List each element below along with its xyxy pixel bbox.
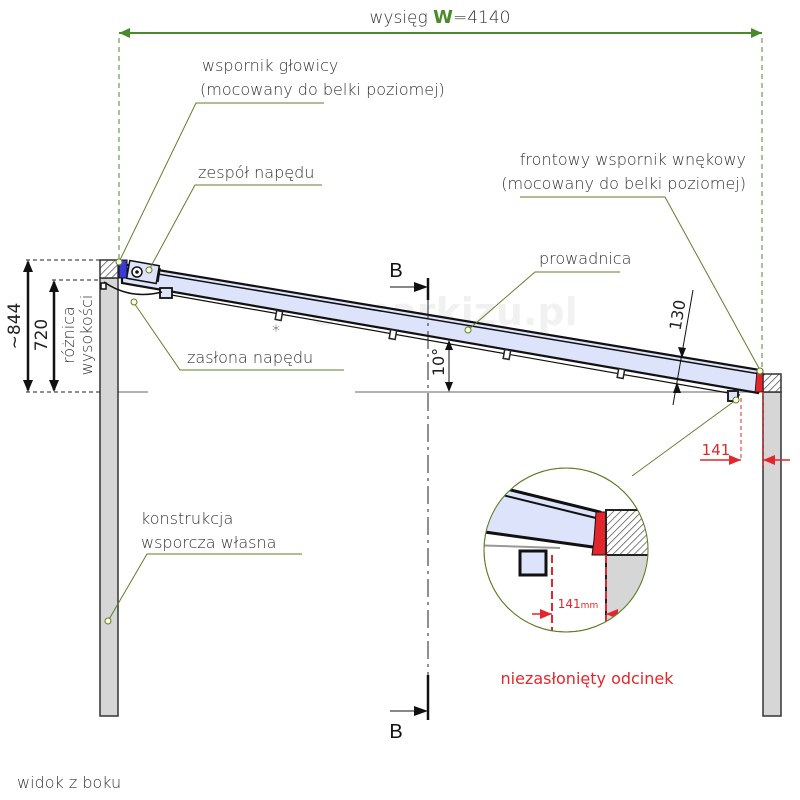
head-bracket-label-line2: (mocowany do belki poziomej) <box>200 80 445 99</box>
section-label-bottom: B <box>389 721 402 743</box>
arrow-right-icon <box>729 455 741 465</box>
drive-clip <box>159 287 173 299</box>
width-symbol: W <box>433 7 453 28</box>
angle-value: 10° <box>429 348 448 376</box>
arrow-up-icon <box>49 280 59 292</box>
total-height-value: ~844 <box>5 303 25 350</box>
rail-height-value: 130 <box>666 298 690 331</box>
rail-height-dimension <box>672 289 694 406</box>
rail-clip <box>502 348 512 361</box>
detail-view <box>483 467 649 633</box>
right-post <box>762 391 782 717</box>
width-label: wysięg W=4140 <box>370 7 511 28</box>
head-bracket-label-line1: wspornik głowicy <box>202 56 338 75</box>
uncovered-section-label: niezasłonięty odcinek <box>501 669 675 688</box>
guide-rail-label: prowadnica <box>539 249 631 268</box>
leader-drive-cover <box>131 299 344 371</box>
drive-cover-curve <box>103 281 163 296</box>
left-post <box>99 277 119 717</box>
detail-red-bracket <box>591 511 607 556</box>
height-dimensions <box>23 259 100 393</box>
arrow-left-icon <box>119 28 130 38</box>
head-bracket-block <box>118 259 128 279</box>
left-beam-section <box>99 259 119 279</box>
leader-lines <box>107 102 761 622</box>
width-dimension <box>118 28 763 370</box>
height-diff-label-line2: wysokości <box>77 295 96 376</box>
section-line <box>390 278 430 720</box>
arrow-right-icon <box>751 28 762 38</box>
detail-offset-value: 141mm <box>558 597 598 611</box>
leader-front-bracket <box>520 196 761 371</box>
drive-unit-label: zespół napędu <box>198 163 314 182</box>
leader-dots <box>104 258 764 625</box>
right-beam-section <box>762 373 782 393</box>
support-label-line1: konstrukcja <box>141 509 233 528</box>
leader-support <box>107 553 302 622</box>
rail-clip <box>616 367 626 380</box>
front-bracket-label-line2: (mocowany do belki poziomej) <box>501 174 746 193</box>
arrow-left-icon <box>763 455 775 465</box>
section-arrow-icon <box>414 282 428 292</box>
offset-value: 141 <box>702 441 731 459</box>
arrow-down-icon <box>49 380 59 392</box>
section-label-top: B <box>389 260 402 282</box>
leader-drive-unit <box>148 184 322 271</box>
rail-clip <box>388 328 398 341</box>
angle-dimension <box>445 340 453 392</box>
offset-dimension <box>700 392 790 470</box>
arrow-up-icon <box>23 260 33 272</box>
detail-clip <box>518 549 548 577</box>
front-bracket-label-line1: frontowy wspornik wnękowy <box>520 150 746 169</box>
leader-guide-rail <box>467 271 620 331</box>
leader-detail <box>631 399 737 477</box>
guide-rail <box>120 262 762 402</box>
height-diff-value: 720 <box>32 319 52 351</box>
asterisk-note: * <box>272 321 280 340</box>
support-label-line2: wsporcza własna <box>141 533 276 552</box>
rail-clip <box>274 309 284 322</box>
section-arrow-icon <box>414 706 428 716</box>
view-caption: widok z boku <box>17 773 121 792</box>
drive-cover-label: zasłona napędu <box>187 348 313 367</box>
leader-head-bracket <box>118 102 324 263</box>
height-diff-label-line1: różnica <box>59 306 78 364</box>
arrow-down-icon <box>23 380 33 392</box>
